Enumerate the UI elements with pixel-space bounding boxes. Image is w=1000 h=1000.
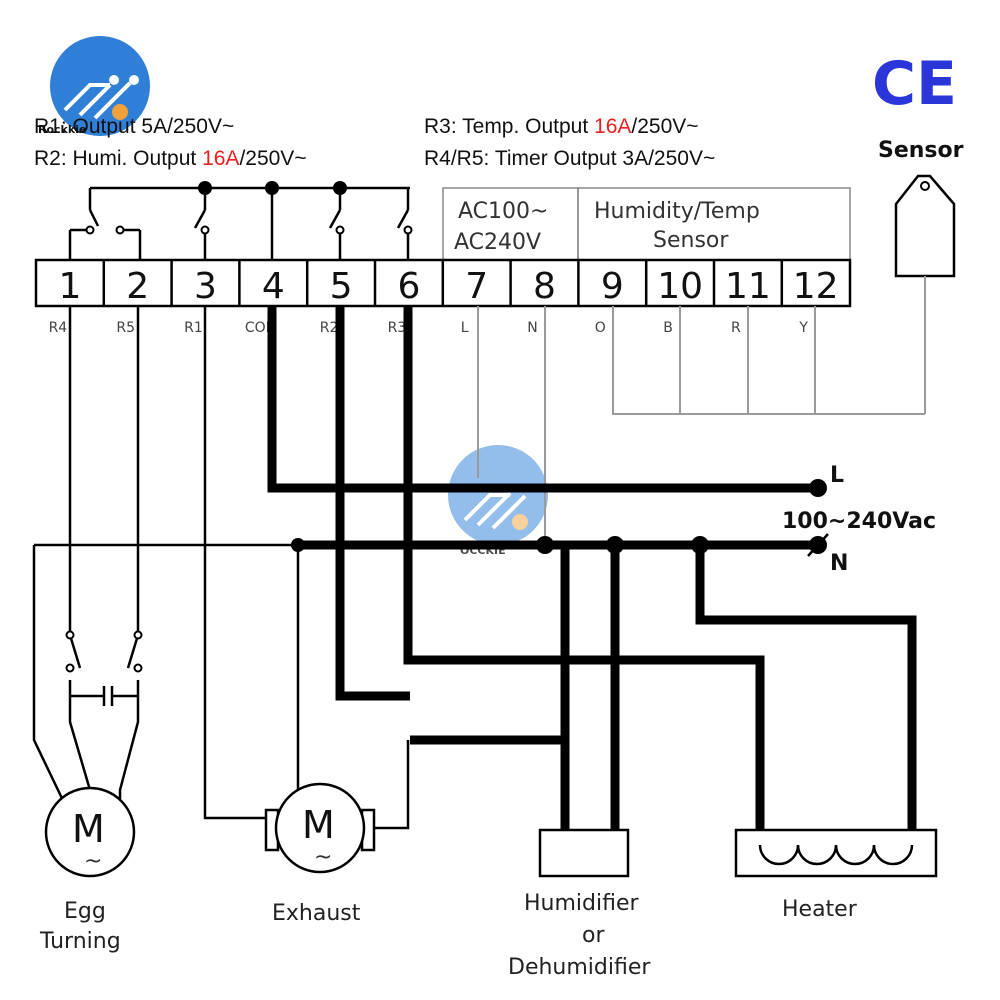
power-wires [267, 306, 917, 840]
sensor-probe-icon [894, 174, 956, 414]
sensor-box-line2: Sensor [653, 228, 729, 253]
relay-contacts [68, 186, 410, 260]
humidifier-box-icon [538, 828, 630, 878]
terminal-number-7: 7 [465, 266, 488, 307]
humidifier-label-2: or [582, 923, 605, 948]
terminal-number-10: 10 [657, 266, 703, 307]
relay-common-nodes [198, 181, 347, 195]
svg-text:~: ~ [84, 849, 102, 874]
rating-r3: R3: Temp. Output 16A/250V~ [424, 115, 699, 138]
egg-turning-motor-icon: M ~ [44, 786, 136, 878]
svg-text:M: M [72, 807, 105, 851]
terminal-number-3: 3 [194, 266, 217, 307]
terminal-label-7: L [461, 320, 469, 336]
terminal-label-1: R4 [49, 320, 68, 336]
terminal-number-8: 8 [533, 266, 556, 307]
exhaust-label: Exhaust [272, 901, 361, 926]
power-box-line2: AC240V [454, 230, 541, 255]
terminal-label-8: N [527, 320, 537, 336]
terminal-number-2: 2 [126, 266, 149, 307]
wire-junctions [291, 479, 827, 554]
terminal-number-5: 5 [330, 266, 353, 307]
terminal-number-12: 12 [793, 266, 839, 307]
terminal-label-11: R [731, 320, 741, 336]
heater-coil-icon [734, 828, 938, 878]
terminal-label-6: R3 [388, 320, 407, 336]
egg-turning-label-2: Turning [39, 929, 121, 954]
humidifier-label-1: Humidifier [524, 891, 639, 916]
terminal-number-4: 4 [262, 266, 285, 307]
terminal-label-3: R1 [184, 320, 203, 336]
rating-r45: R4/R5: Timer Output 3A/250V~ [424, 147, 715, 170]
terminal-label-12: Y [798, 320, 808, 336]
svg-text:M: M [302, 803, 335, 847]
terminal-number-9: 9 [601, 266, 624, 307]
heater-label: Heater [782, 897, 858, 922]
terminal-label-9: O [595, 320, 606, 336]
rating-r1: R1: Output 5A/250V~ [34, 115, 234, 138]
gear-icon [112, 104, 128, 120]
egg-turning-label-1: Egg [64, 899, 106, 924]
gear-icon [512, 514, 528, 530]
timer-contact-points [65, 630, 143, 673]
thin-wires [477, 306, 925, 538]
brand-logo [50, 36, 150, 136]
relay-contact-points [85, 225, 413, 235]
svg-text:~: ~ [314, 845, 332, 870]
control-wires [32, 306, 410, 830]
terminal-number-1: 1 [58, 266, 81, 307]
terminal-number-11: 11 [725, 266, 771, 307]
rating-r2: R2: Humi. Output 16A/250V~ [34, 147, 307, 170]
terminal-number-6: 6 [397, 266, 420, 307]
mains-live-label: L [830, 463, 844, 488]
sensor-title: Sensor [878, 138, 964, 163]
power-box-line1: AC100~ [458, 199, 548, 224]
terminal-label-10: B [663, 320, 673, 336]
exhaust-motor-icon: M ~ [264, 782, 376, 874]
terminal-label-2: R5 [116, 320, 135, 336]
ce-mark: CE [872, 49, 957, 119]
terminal-label-5: R2 [320, 320, 339, 336]
mains-voltage-label: 100~240Vac [782, 509, 936, 534]
sensor-box-line1: Humidity/Temp [594, 199, 760, 224]
watermark-text: Rockkie [38, 123, 86, 136]
watermark-logo-center: OCCKIE [448, 445, 548, 557]
humidifier-label-3: Dehumidifier [508, 955, 651, 980]
mains-neutral-label: N [830, 551, 848, 576]
